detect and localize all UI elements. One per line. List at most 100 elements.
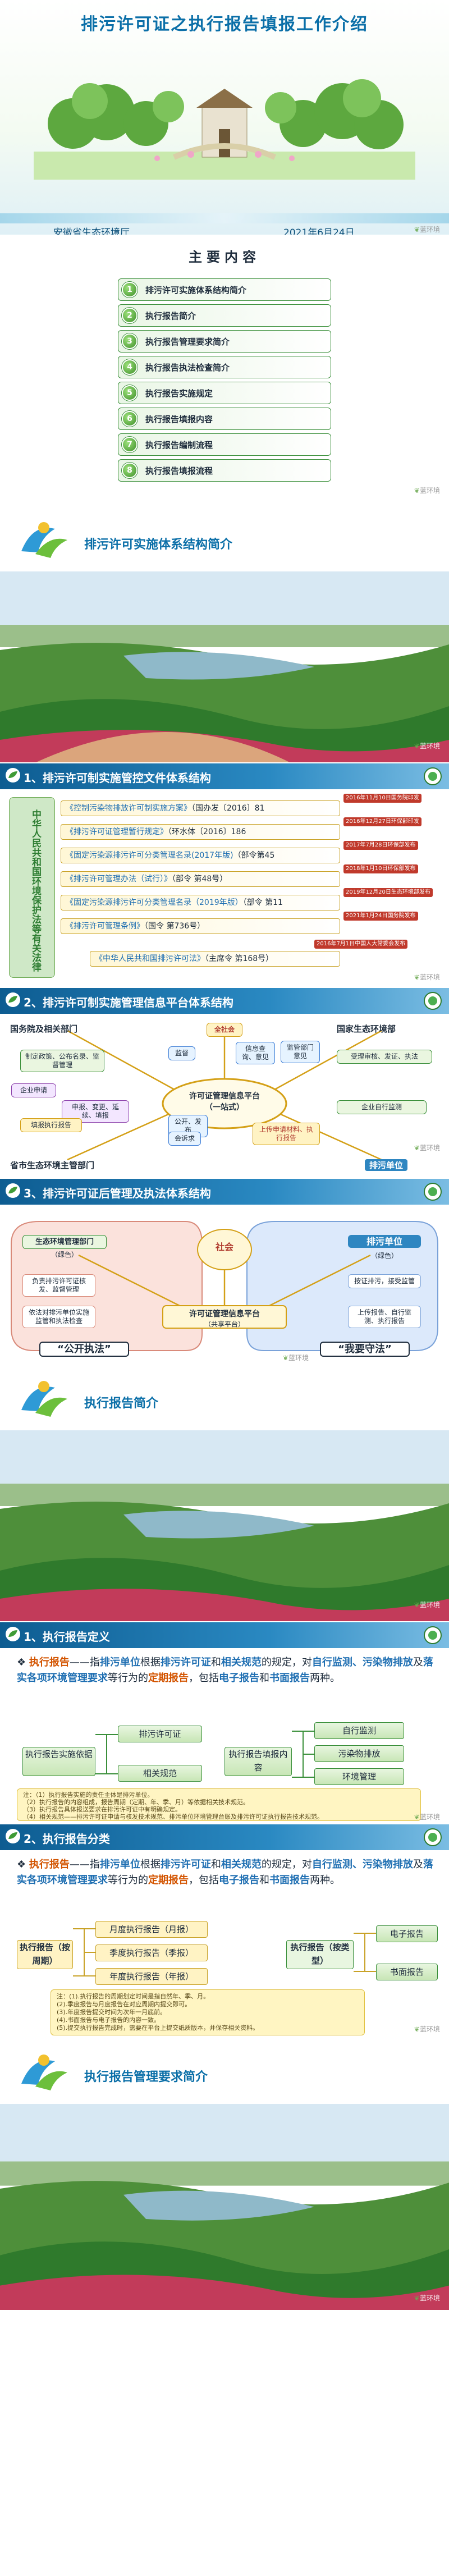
presentation-date: 2021年6月24日 bbox=[283, 227, 355, 236]
section-two-slide: 执行报告简介 蓝环境 bbox=[0, 1364, 449, 1622]
public-enforcement-motto: “公开执法” bbox=[39, 1342, 129, 1357]
leaf-emblem-icon bbox=[6, 1183, 20, 1198]
date-note: 2016年12月27日环保部印发 bbox=[343, 817, 421, 826]
section-title: 执行报告简介 bbox=[84, 1397, 159, 1411]
type-item: 书面报告 bbox=[376, 1964, 438, 1980]
issuance-box: 受理审核、发证、执法 bbox=[337, 1050, 432, 1064]
state-council-label: 国务院及相关部门 bbox=[10, 1024, 78, 1034]
content-label: 执行报告填报内容 bbox=[224, 1747, 292, 1776]
section-three-slide: 执行报告管理要求简介 蓝环境 bbox=[0, 2038, 449, 2311]
category-brackets bbox=[73, 1928, 376, 1976]
basis-label: 执行报告实施依据 bbox=[22, 1747, 95, 1776]
date-note: 2016年11月10日国务院印发 bbox=[343, 794, 421, 803]
policy-box: 制定政策、公布名录、监督管理 bbox=[20, 1050, 104, 1072]
wetland-photo bbox=[0, 1430, 449, 1621]
toc-number: 7 bbox=[122, 437, 138, 452]
gov-sub: （绿色） bbox=[51, 1251, 78, 1259]
slide-heading: 2、排污许可制实施管理信息平台体系结构 bbox=[24, 996, 233, 1009]
slide-heading: 2、执行报告分类 bbox=[24, 1832, 110, 1846]
unit-sub: （绿色） bbox=[370, 1252, 398, 1260]
ministry-seal-icon bbox=[424, 1828, 442, 1846]
toc-label: 排污许可实施体系结构简介 bbox=[145, 285, 247, 295]
type-label: 执行报告（按类型） bbox=[286, 1940, 354, 1969]
section-title: 排污许可实施体系结构简介 bbox=[84, 538, 233, 552]
watermark: 蓝环境 bbox=[414, 972, 440, 982]
park-illustration bbox=[34, 79, 415, 180]
toc-number: 4 bbox=[122, 359, 138, 375]
watermark: 蓝环境 bbox=[414, 741, 440, 751]
type-item: 电子报告 bbox=[376, 1925, 438, 1942]
unit-duty-note: 上传报告、自行监测、执行报告 bbox=[348, 1306, 421, 1328]
slide-header bbox=[0, 1622, 449, 1648]
toc-item-3[interactable]: 3 执行报告管理要求简介 bbox=[118, 330, 331, 353]
ministry-seal-icon bbox=[424, 767, 442, 785]
watermark: 蓝环境 bbox=[414, 2024, 440, 2034]
toc-label: 执行报告填报内容 bbox=[145, 414, 213, 424]
watermark: 蓝环境 bbox=[414, 1812, 440, 1822]
category-slide: 2、执行报告分类 ❖ 执行报告——指排污单位根据排污许可证和相关规范的规定，对自… bbox=[0, 1824, 449, 2038]
title-slide: 排污许可证之执行报告填报工作介绍 安徽省生态环境厅 2021年6月24日 蓝环境 bbox=[0, 0, 449, 236]
content-item: 污染物排放 bbox=[314, 1745, 404, 1762]
slide-heading: 1、排污许可制实施管控文件体系结构 bbox=[24, 771, 211, 785]
toc-number: 8 bbox=[122, 463, 138, 478]
unit-label: 排污单位 bbox=[365, 1159, 408, 1171]
date-note: 2021年1月24日国务院发布 bbox=[343, 912, 418, 921]
leaf-emblem-icon bbox=[6, 768, 20, 783]
period-label: 执行报告（按周期） bbox=[17, 1940, 73, 1969]
leaf-emblem-icon bbox=[6, 1627, 20, 1641]
date-note: 2018年1月10日环保部发布 bbox=[343, 864, 418, 873]
platform-structure-slide: 2、排污许可制实施管理信息平台体系结构 国务院及相关部门 国家生态环境部 省市生… bbox=[0, 988, 449, 1179]
basis-item: 相关规范 bbox=[118, 1765, 202, 1782]
slide-header bbox=[0, 1179, 449, 1205]
doc-row: 《固定污染源排污许可分类管理名录(2017年版)（部令第45 bbox=[61, 848, 340, 863]
self-monitoring-box: 企业自行监测 bbox=[337, 1100, 427, 1114]
toc-number: 1 bbox=[122, 282, 138, 298]
province-label: 省市生态环境主管部门 bbox=[10, 1160, 95, 1170]
platform-center: 许可证管理信息平台 bbox=[189, 1092, 260, 1101]
law-column bbox=[9, 797, 55, 978]
ministry-seal-icon bbox=[424, 992, 442, 1010]
section-title: 执行报告管理要求简介 bbox=[84, 2070, 208, 2084]
period-item: 季度执行报告（季报） bbox=[95, 1944, 208, 1961]
society-box: 全社会 bbox=[207, 1023, 242, 1037]
gov-duty-note: 依法对排污单位实施监管和执法检查 bbox=[22, 1306, 95, 1328]
slide-header bbox=[0, 1824, 449, 1850]
slide-heading: 1、执行报告定义 bbox=[24, 1630, 110, 1644]
definition-text: ❖ 执行报告——指排污单位根据排污许可证和相关规范的规定，对自行监测、污染物排放… bbox=[17, 1657, 433, 1684]
doc-row: 《控制污染物排放许可制实施方案》（国办发〔2016〕81 bbox=[61, 800, 340, 816]
definition-notes: 注：（1）执行报告实施的责任主体是排污单位。 （2）执行报告的内容组成，报告周期… bbox=[17, 1788, 421, 1821]
definition-slide: 1、执行报告定义 ❖ 执行报告——指排污单位根据排污许可证和相关规范的规定，对自… bbox=[0, 1622, 449, 1824]
doc-row: 《排污许可证管理暂行规定》（环水体〔2016〕186 bbox=[61, 824, 340, 840]
category-notes: 注：(1).执行报告的周期划定时间是指自然年、季、月。 (2).季度报告与月度报… bbox=[51, 1989, 365, 2035]
gov-duty-note: 负责排污许可证核发、监督管理 bbox=[22, 1274, 95, 1297]
society-label: 社会 bbox=[215, 1242, 233, 1252]
apply-box: 企业申请 bbox=[11, 1083, 56, 1097]
supervision-structure-slide: 3、排污许可证后管理及执法体系结构 社会 生态环境管理部门 （绿色） 排污单位 … bbox=[0, 1179, 449, 1364]
toc-item-1[interactable]: 1 排污许可实施体系结构简介 bbox=[118, 278, 331, 301]
basis-brackets bbox=[95, 1731, 314, 1778]
toc-label: 执行报告管理要求简介 bbox=[145, 336, 230, 347]
shared-platform: 许可证管理信息平台 bbox=[189, 1310, 260, 1319]
law-abiding-motto: “我要守法” bbox=[320, 1342, 410, 1357]
slide-header bbox=[0, 763, 449, 789]
wetland-photo bbox=[0, 2104, 449, 2310]
basis-item: 排污许可证 bbox=[118, 1726, 202, 1742]
watermark: 蓝环境 bbox=[283, 1353, 309, 1362]
report-fill-box: 填报执行报告 bbox=[20, 1118, 82, 1132]
toc-number: 5 bbox=[122, 385, 138, 401]
slide-heading: 3、排污许可证后管理及执法体系结构 bbox=[24, 1187, 211, 1200]
toc-number: 3 bbox=[122, 333, 138, 349]
toc-label: 执行报告简介 bbox=[145, 310, 196, 321]
toc-title: 主要内容 bbox=[189, 249, 260, 265]
main-title: 排污许可证之执行报告填报工作介绍 bbox=[81, 15, 368, 34]
period-item: 月度执行报告（月报） bbox=[95, 1921, 208, 1938]
supervision-box: 监督 bbox=[168, 1046, 195, 1060]
doc-row: 《固定污染源排污许可分类管理名录（2019年版）（部令 第11 bbox=[61, 895, 340, 910]
